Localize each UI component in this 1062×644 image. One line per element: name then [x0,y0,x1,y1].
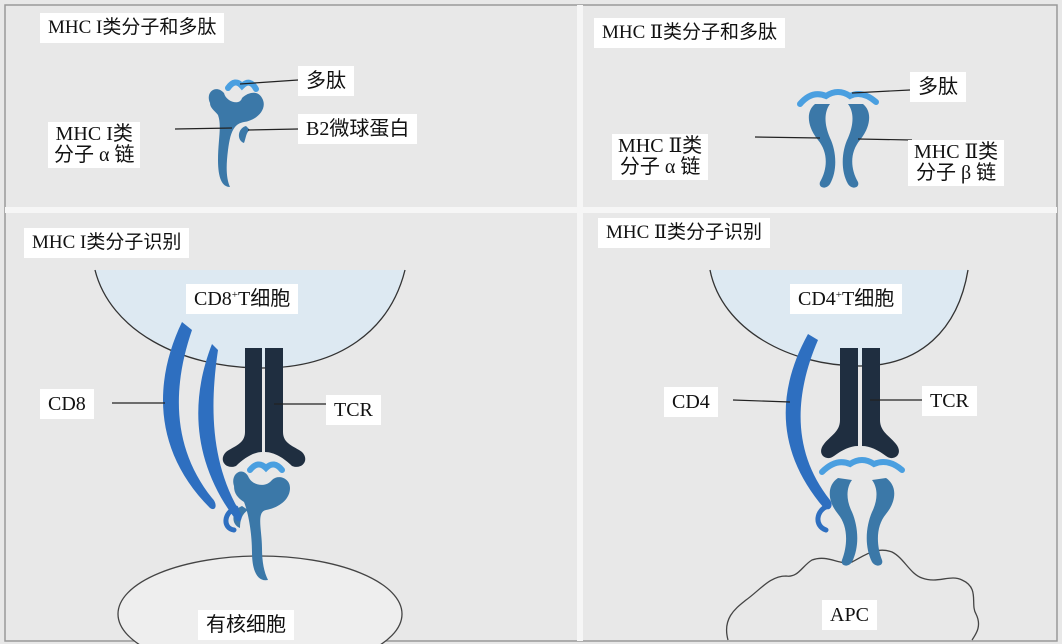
mhc2-beta-chain-label-line2: 分子 β 链 [914,163,998,184]
cd4-t-cell-label-suffix: T细胞 [842,288,894,310]
apc-label: APC [822,600,877,630]
cd8-t-cell-label-suffix: T细胞 [238,288,290,310]
cd4-t-cell-label: CD4+T细胞 [790,284,902,314]
mhc1-molecule-title: MHC I类分子和多肽 [40,13,224,43]
mhc2-alpha-chain-label: MHC Ⅱ类 分子 α 链 [612,134,708,180]
b2-microglobulin-label: B2微球蛋白 [298,114,417,144]
cd8-t-cell-label: CD8+T细胞 [186,284,298,314]
nucleated-cell-label: 有核细胞 [198,610,294,640]
mhc1-alpha-chain-label-line2: 分子 α 链 [54,145,134,166]
mhc1-recognition-title: MHC I类分子识别 [24,228,189,258]
mhc2-beta-chain-label-line1: MHC Ⅱ类 [914,142,998,163]
cd4-label: CD4 [664,387,718,417]
mhc2-beta-chain-label: MHC Ⅱ类 分子 β 链 [908,140,1004,186]
mhc2-molecule-title: MHC Ⅱ类分子和多肽 [594,18,785,48]
mhc1-alpha-chain-label-line1: MHC I类 [54,124,134,145]
cd4-t-cell-label-prefix: CD4 [798,288,836,310]
mhc2-tcr-label: TCR [922,386,977,416]
mhc2-alpha-chain-label-line1: MHC Ⅱ类 [618,136,702,157]
mhc2-recognition-title: MHC Ⅱ类分子识别 [598,218,770,248]
cd8-t-cell-label-prefix: CD8 [194,288,232,310]
cd8-label: CD8 [40,389,94,419]
mhc2-peptide-label: 多肽 [910,72,966,102]
mhc2-alpha-chain-label-line2: 分子 α 链 [618,157,702,178]
mhc1-alpha-chain-label: MHC I类 分子 α 链 [48,122,140,168]
mhc1-peptide-shape [250,464,282,470]
mhc1-tcr-label: TCR [326,395,381,425]
mhc1-peptide-label: 多肽 [298,66,354,96]
